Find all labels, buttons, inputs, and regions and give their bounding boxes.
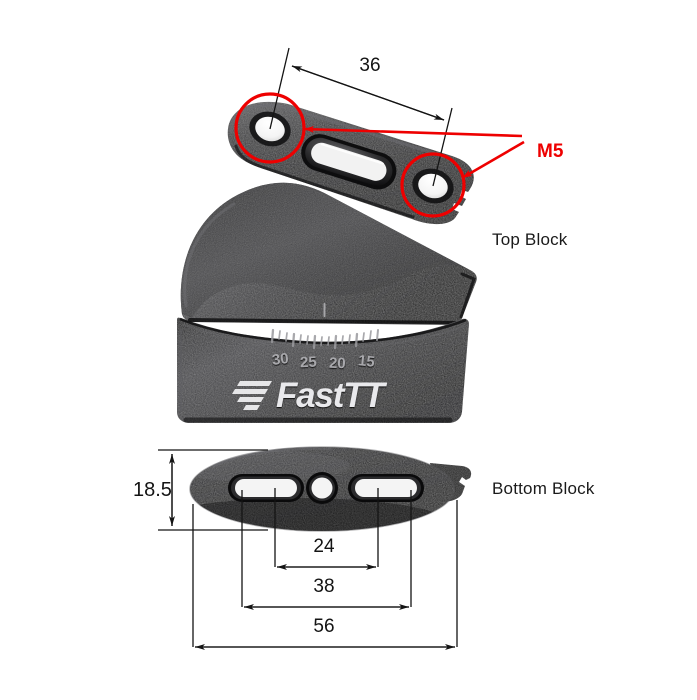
main-body-part — [177, 182, 477, 423]
wedge-base-parting-line — [188, 318, 460, 325]
angle-scale-label-30: 30 — [271, 350, 290, 369]
bottom-block-label: Bottom Block — [492, 479, 595, 498]
angle-scale-label-25: 25 — [299, 353, 318, 372]
bottom-block-slot-right — [348, 474, 424, 502]
dimension-38-value: 38 — [313, 576, 335, 597]
base-block-top-seam — [179, 317, 467, 345]
bottom-block-slot-left — [228, 474, 304, 502]
angle-scale-label-15: 15 — [357, 352, 376, 371]
m5-callout-group — [234, 92, 525, 218]
top-block-center-slot — [301, 134, 397, 190]
dimension-24-value: 24 — [313, 536, 335, 557]
top-block-slot-gloss — [320, 143, 384, 165]
dimension-36-extension-right — [432, 107, 453, 187]
dimension-36-value: 36 — [359, 55, 381, 76]
dimension-56-value: 56 — [313, 616, 335, 637]
top-block-label: Top Block — [492, 230, 568, 249]
top-block-slot-opening — [311, 142, 387, 181]
top-block-lower-shadow — [234, 144, 415, 219]
angle-scale-label-20: 20 — [328, 354, 346, 373]
brand-logo-wordmark: FastTT — [276, 376, 385, 415]
angle-scale-ticks — [270, 328, 379, 350]
dimension-36-line-left — [291, 65, 445, 121]
m5-leader-left — [303, 125, 523, 138]
upper-wedge-right-edge — [459, 272, 476, 319]
bottom-block-center-hole — [306, 472, 338, 504]
m5-highlight-circle-right — [400, 152, 466, 218]
brand-logo-speed-lines — [232, 381, 272, 410]
base-block-seam-highlight — [181, 323, 465, 349]
upper-wedge-top-face — [180, 182, 470, 318]
bottom-block-edge-highlight — [189, 446, 455, 532]
top-block-part — [227, 101, 474, 225]
angle-index-mark — [323, 303, 326, 317]
bottom-block-upper-sheen — [212, 447, 332, 468]
dimension-36 — [269, 47, 453, 187]
m5-leader-right — [461, 140, 525, 180]
dimension-18-5-value: 18.5 — [133, 479, 172, 501]
bottom-block-part — [189, 446, 472, 532]
bottom-block-dimension-group — [158, 449, 458, 650]
base-block-body — [177, 317, 469, 423]
top-block-bevel-highlight — [229, 103, 451, 160]
upper-wedge-left-highlight — [183, 202, 236, 308]
dimension-36-extension-left — [269, 47, 290, 130]
m5-callout-label: M5 — [537, 141, 564, 162]
